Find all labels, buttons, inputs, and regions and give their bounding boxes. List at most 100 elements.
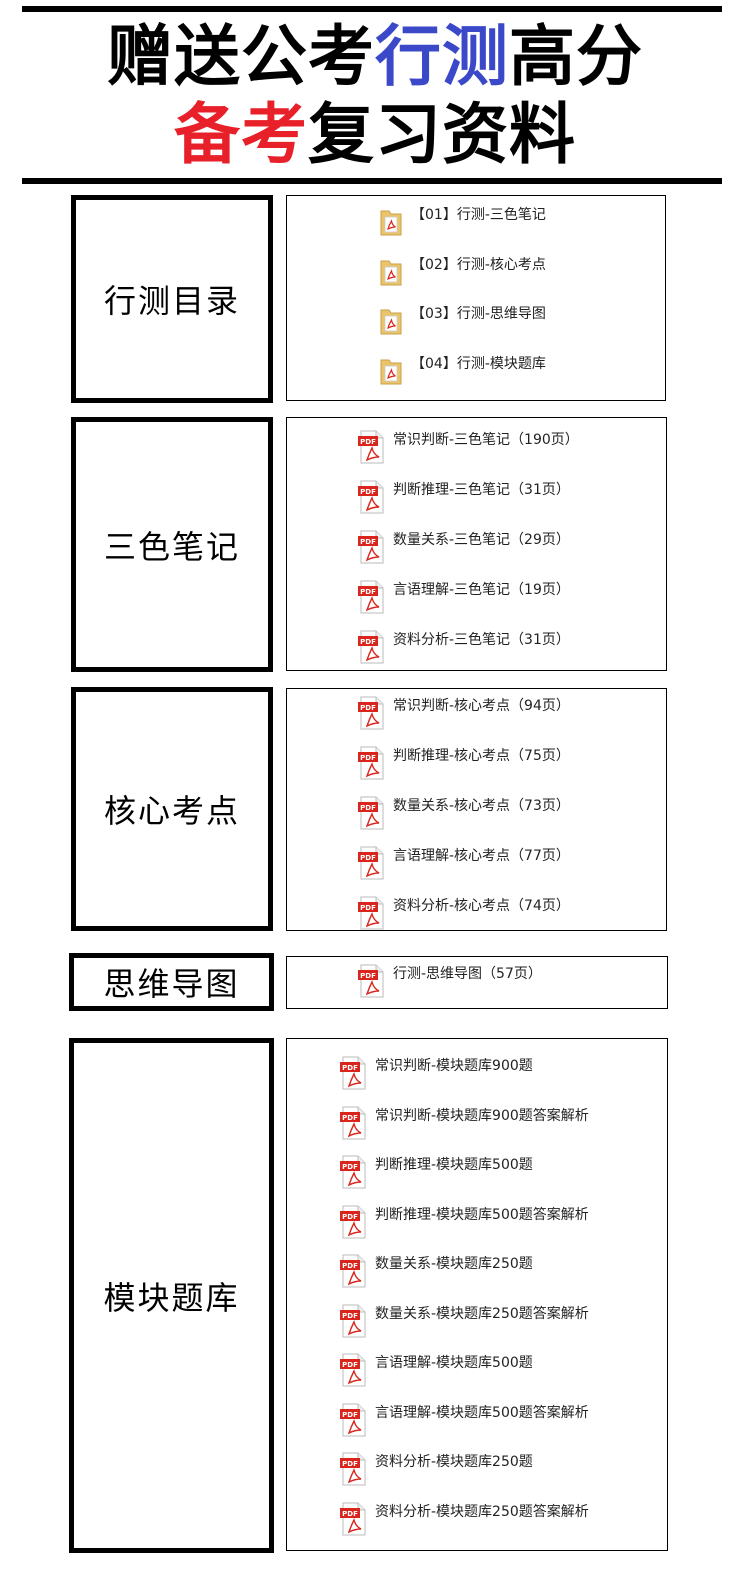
pdf-icon: PDF [339, 1403, 367, 1437]
file-name: 数量关系-模块题库250题答案解析 [375, 1305, 589, 1322]
file-item[interactable]: PDF 言语理解-模块题库500题 [339, 1353, 533, 1387]
title-segment-highlight: 行测 [375, 18, 509, 95]
svg-text:PDF: PDF [360, 704, 376, 712]
file-item[interactable]: PDF 资料分析-三色笔记（31页） [357, 630, 570, 664]
svg-text:PDF: PDF [360, 854, 376, 862]
svg-text:PDF: PDF [360, 488, 376, 496]
file-name: 数量关系-模块题库250题 [375, 1256, 533, 1272]
file-item[interactable]: PDF 资料分析-核心考点（74页） [357, 896, 570, 930]
section-label-box: 模块题库 [69, 1038, 274, 1553]
svg-text:PDF: PDF [360, 804, 376, 812]
svg-text:PDF: PDF [360, 754, 376, 762]
section-label: 三色笔记 [103, 527, 240, 566]
svg-text:PDF: PDF [342, 1213, 358, 1221]
section-label: 行测目录 [103, 282, 240, 320]
pdf-icon: PDF [339, 1304, 367, 1338]
svg-text:PDF: PDF [360, 438, 376, 446]
file-name: 【01】行测-三色笔记 [411, 207, 546, 223]
pdf-icon: PDF [357, 480, 385, 514]
file-name: 判断推理-模块题库500题答案解析 [375, 1206, 589, 1223]
svg-text:PDF: PDF [360, 638, 376, 646]
top-rule [22, 6, 722, 12]
file-item[interactable]: 【03】行测-思维导图 [379, 305, 546, 337]
file-name: 言语理解-核心考点（77页） [393, 848, 570, 864]
file-item[interactable]: PDF 行测-思维导图（57页） [357, 964, 542, 998]
svg-text:PDF: PDF [342, 1312, 358, 1320]
file-name: 资料分析-核心考点（74页） [393, 898, 570, 914]
pdf-icon: PDF [339, 1254, 367, 1288]
svg-text:PDF: PDF [342, 1361, 358, 1369]
folder-pdf-icon [379, 257, 403, 287]
pdf-icon: PDF [357, 580, 385, 614]
file-name: 数量关系-核心考点（73页） [393, 798, 570, 814]
pdf-icon: PDF [339, 1452, 367, 1486]
file-list-box: 【01】行测-三色笔记【02】行测-核心考点【03】行测-思维导图【04】行测-… [286, 195, 666, 401]
svg-text:PDF: PDF [360, 904, 376, 912]
svg-text:PDF: PDF [342, 1064, 358, 1072]
file-item[interactable]: PDF 数量关系-模块题库250题答案解析 [339, 1304, 589, 1338]
pdf-icon: PDF [339, 1155, 367, 1189]
pdf-icon: PDF [357, 896, 385, 930]
file-item[interactable]: 【04】行测-模块题库 [379, 355, 546, 387]
pdf-icon: PDF [357, 696, 385, 730]
title-segment: 赠送公考 [107, 18, 375, 95]
file-name: 资料分析-三色笔记（31页） [393, 632, 570, 648]
section-label: 模块题库 [103, 1278, 240, 1317]
svg-text:PDF: PDF [342, 1460, 358, 1468]
section-label-box: 行测目录 [71, 195, 273, 403]
title-segment: 高分 [509, 18, 643, 95]
section-label-box: 思维导图 [69, 953, 274, 1011]
file-item[interactable]: 【01】行测-三色笔记 [379, 206, 546, 238]
bottom-rule [22, 178, 722, 184]
file-item[interactable]: PDF 言语理解-模块题库500题答案解析 [339, 1403, 589, 1437]
pdf-icon: PDF [357, 430, 385, 464]
file-item[interactable]: PDF 判断推理-模块题库500题答案解析 [339, 1205, 589, 1238]
file-item[interactable]: PDF 常识判断-模块题库900题答案解析 [339, 1106, 589, 1139]
file-name: 判断推理-三色笔记（31页） [393, 482, 570, 498]
pdf-icon: PDF [357, 796, 385, 830]
file-item[interactable]: 【02】行测-核心考点 [379, 256, 546, 288]
pdf-icon: PDF [339, 1353, 367, 1387]
file-name: 言语理解-模块题库500题答案解析 [375, 1404, 589, 1421]
file-item[interactable]: PDF 数量关系-模块题库250题 [339, 1254, 533, 1288]
section-label: 思维导图 [103, 965, 240, 1003]
file-name: 【04】行测-模块题库 [411, 355, 546, 372]
file-item[interactable]: PDF 常识判断-三色笔记（190页） [357, 430, 579, 464]
file-item[interactable]: PDF 资料分析-模块题库250题答案解析 [339, 1502, 589, 1535]
svg-text:PDF: PDF [360, 972, 376, 980]
file-name: 常识判断-模块题库900题答案解析 [375, 1107, 589, 1124]
file-name: 常识判断-核心考点（94页） [393, 698, 570, 714]
file-name: 言语理解-模块题库500题 [375, 1355, 533, 1371]
file-item[interactable]: PDF 资料分析-模块题库250题 [339, 1452, 533, 1486]
svg-text:PDF: PDF [342, 1411, 358, 1419]
title-segment: 复习资料 [308, 96, 576, 173]
folder-pdf-icon [379, 306, 403, 336]
file-item[interactable]: PDF 言语理解-核心考点（77页） [357, 846, 570, 880]
file-item[interactable]: PDF 常识判断-核心考点（94页） [357, 696, 570, 730]
svg-text:PDF: PDF [360, 538, 376, 546]
file-name: 资料分析-模块题库250题答案解析 [375, 1503, 589, 1520]
section-label: 核心考点 [103, 792, 240, 830]
file-name: 行测-思维导图（57页） [393, 966, 542, 982]
file-item[interactable]: PDF 判断推理-三色笔记（31页） [357, 480, 570, 514]
file-name: 常识判断-三色笔记（190页） [393, 432, 579, 448]
file-item[interactable]: PDF 数量关系-核心考点（73页） [357, 796, 570, 830]
file-name: 资料分析-模块题库250题 [375, 1454, 533, 1470]
svg-text:PDF: PDF [342, 1114, 358, 1122]
folder-pdf-icon [379, 356, 403, 386]
section-label-box: 核心考点 [71, 687, 273, 931]
file-name: 言语理解-三色笔记（19页） [393, 582, 570, 598]
svg-text:PDF: PDF [342, 1510, 358, 1518]
title-segment-highlight: 备考 [174, 96, 308, 173]
pdf-icon: PDF [357, 846, 385, 880]
file-name: 【03】行测-思维导图 [411, 306, 546, 322]
folder-pdf-icon [379, 207, 403, 237]
file-item[interactable]: PDF 言语理解-三色笔记（19页） [357, 580, 570, 614]
